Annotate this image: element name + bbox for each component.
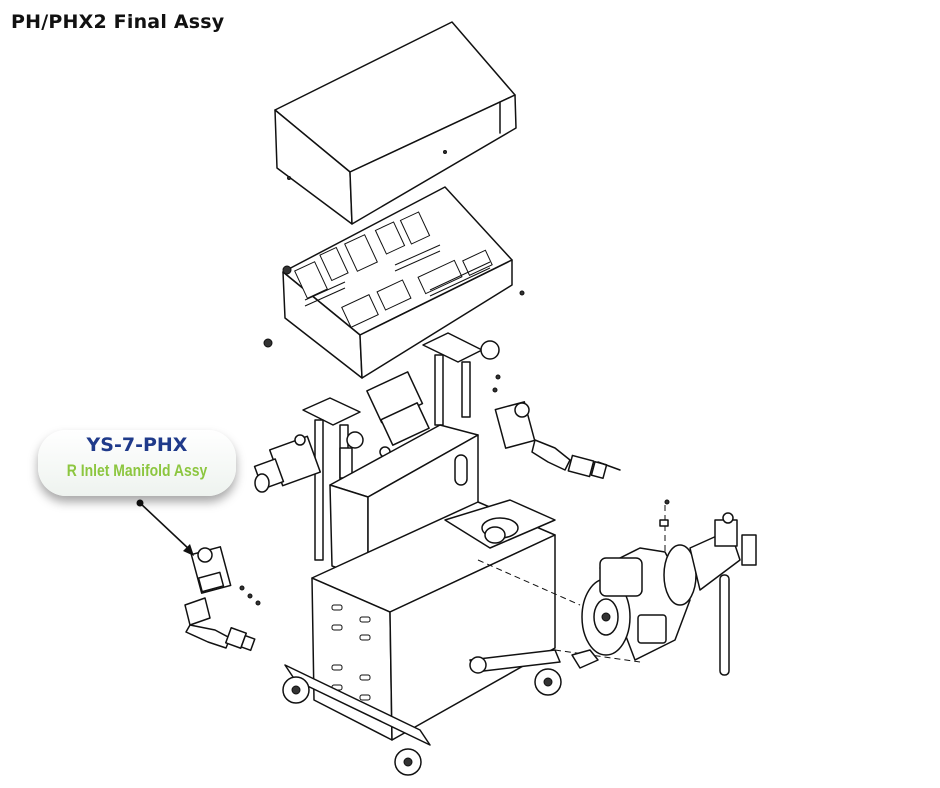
- valve-block: [339, 371, 430, 479]
- left-motor-assy: [253, 434, 322, 493]
- alignment-dashes: [477, 505, 666, 663]
- base-cart: [282, 499, 562, 776]
- caster-wheels: [282, 656, 562, 776]
- callout-part-number: YS-7-PHX: [86, 434, 188, 456]
- callout-arrow-icon: [136, 499, 194, 556]
- electric-motor-pump: [571, 499, 757, 676]
- top-cover: [274, 21, 517, 225]
- right-inlet-fittings: [494, 401, 621, 480]
- page-title: PH/PHX2 Final Assy: [11, 11, 225, 33]
- r-inlet-manifold-assy: [184, 546, 261, 652]
- electrical-enclosure: [263, 186, 525, 379]
- callout-description: R Inlet Manifold Assy: [66, 461, 208, 480]
- part-callout[interactable]: YS-7-PHX R Inlet Manifold Assy: [38, 430, 236, 496]
